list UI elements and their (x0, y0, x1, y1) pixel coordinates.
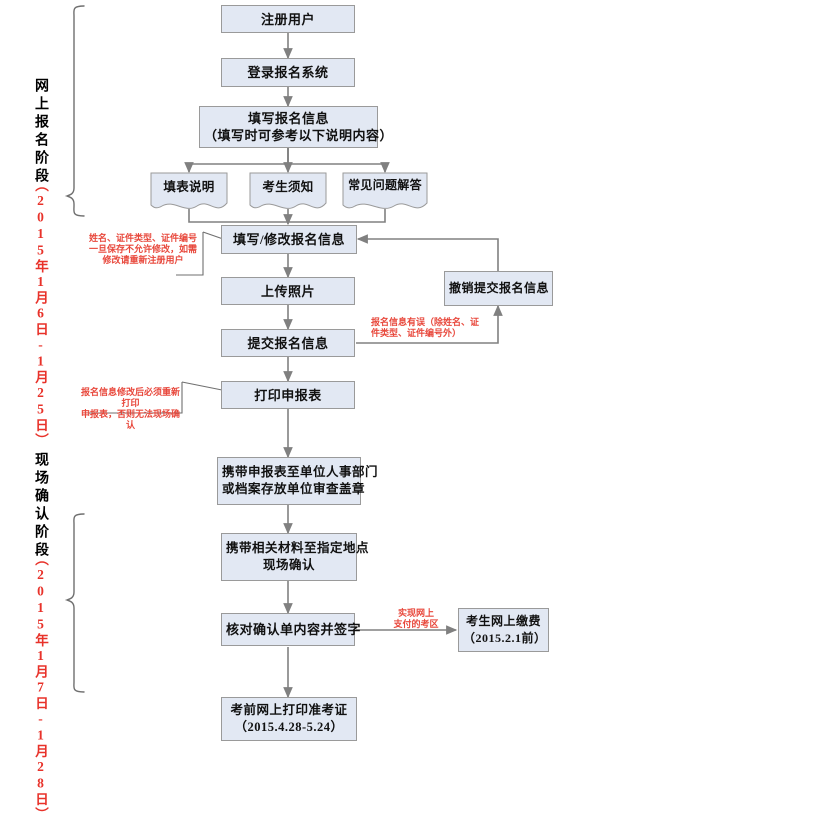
node-print-form-label: 打印申报表 (254, 387, 322, 403)
node-submit-info[interactable]: 提交报名信息 (221, 329, 355, 357)
node-hr-review[interactable]: 携带申报表至单位人事部门 或档案存放单位审查盖章 (217, 457, 379, 505)
node-register-user[interactable]: 注册用户 (221, 5, 355, 33)
stage-label-online-registration: 网上报名阶段 (33, 78, 48, 186)
brace-stage-onsite (64, 513, 85, 693)
note-online-pay-area-line2: 支付的考区 (393, 619, 439, 629)
node-hr-review-label: 携带申报表至单位人事部门 (222, 465, 379, 479)
note-id-locked-line1: 姓名、证件类型、证件编号 (88, 233, 197, 243)
node-submit-info-label: 提交报名信息 (247, 335, 329, 351)
node-onsite-confirm[interactable]: 携带相关材料至指定地点 现场确认 (221, 533, 370, 581)
node-sign-confirm-label: 核对确认单内容并签字 (226, 622, 362, 637)
note-reprint-line1: 报名信息修改后必须重新打印 (80, 387, 180, 408)
arrow-fillinfo-to-formguide (184, 148, 289, 174)
note-id-locked: 姓名、证件类型、证件编号 一旦保存不允许修改，如需 修改请重新注册用户 (84, 233, 202, 266)
node-register-user-label: 注册用户 (260, 11, 315, 27)
doc-form-guide-shape (150, 172, 228, 209)
note-online-pay-area: 实现网上 支付的考区 (382, 608, 450, 630)
node-fill-modify-info[interactable]: 填写/修改报名信息 (221, 225, 357, 254)
node-fill-registration-info-sublabel: （填写时可参考以下说明内容） (204, 128, 394, 143)
arrow-fillinfo-to-faq (287, 148, 390, 174)
stage-period-onsite-confirm: （2015年1月7日-1月28日） (33, 552, 48, 822)
brace-stage-online (64, 5, 85, 217)
node-login-system[interactable]: 登录报名系统 (221, 58, 355, 87)
doc-form-guide-label: 填表说明 (163, 180, 215, 194)
stage-period-online-registration: （2015年1月6日-1月25日） (33, 178, 48, 448)
node-print-admission-ticket[interactable]: 考前网上打印准考证 （2015.4.28-5.24） (221, 697, 357, 741)
node-online-payment-label: 考生网上缴费 (465, 614, 541, 628)
node-print-admission-ticket-label: 考前网上打印准考证 (230, 703, 348, 717)
arrow-cancel-to-fillmodify (356, 234, 499, 271)
note-id-locked-line2: 一旦保存不允许修改，如需 (88, 244, 197, 254)
leader-line-reprint (181, 381, 223, 391)
node-print-form[interactable]: 打印申报表 (221, 381, 355, 409)
node-fill-modify-info-label: 填写/修改报名信息 (232, 232, 346, 247)
node-cancel-submit[interactable]: 撤销提交报名信息 (444, 271, 553, 306)
doc-faq[interactable]: 常见问题解答 (342, 172, 428, 214)
node-login-system-label: 登录报名系统 (247, 65, 329, 80)
node-upload-photo[interactable]: 上传照片 (221, 277, 355, 305)
node-fill-registration-info[interactable]: 填写报名信息 （填写时可参考以下说明内容） (199, 106, 394, 148)
doc-candidate-notice-shape (249, 172, 327, 209)
node-cancel-submit-label: 撤销提交报名信息 (449, 281, 550, 295)
note-reprint: 报名信息修改后必须重新打印 申报表，否则无法现场确认 (78, 387, 183, 431)
node-upload-photo-label: 上传照片 (260, 283, 315, 299)
note-reprint-line2: 申报表，否则无法现场确认 (80, 409, 180, 430)
doc-faq-shape (342, 172, 428, 209)
note-info-error-line2: 件类型、证件编号外） (371, 328, 462, 338)
note-info-error: 报名信息有误（除姓名、证 件类型、证件编号外） (371, 317, 487, 339)
node-print-admission-ticket-sublabel: （2015.4.28-5.24） (234, 720, 344, 734)
doc-faq-label: 常见问题解答 (348, 178, 422, 192)
node-onsite-confirm-sublabel: 现场确认 (262, 558, 315, 572)
node-online-payment[interactable]: 考生网上缴费 （2015.2.1前） (458, 608, 549, 652)
node-sign-confirm[interactable]: 核对确认单内容并签字 (221, 613, 362, 646)
note-info-error-line1: 报名信息有误（除姓名、证 (371, 317, 480, 327)
flowchart-canvas: 网上报名阶段 （2015年1月6日-1月25日） 现场确认阶段 （2015年1月… (33, 5, 553, 822)
note-online-pay-area-line1: 实现网上 (397, 608, 434, 618)
node-online-payment-sublabel: （2015.2.1前） (463, 631, 547, 645)
node-hr-review-sublabel: 或档案存放单位审查盖章 (222, 482, 366, 496)
stage-label-onsite-confirm: 现场确认阶段 (33, 452, 48, 560)
note-id-locked-line3: 修改请重新注册用户 (102, 255, 184, 265)
doc-candidate-notice-label: 考生须知 (262, 180, 314, 194)
node-onsite-confirm-label: 携带相关材料至指定地点 (226, 541, 370, 555)
node-fill-registration-info-label: 填写报名信息 (247, 111, 329, 126)
doc-form-guide[interactable]: 填表说明 (150, 172, 228, 214)
doc-candidate-notice[interactable]: 考生须知 (249, 172, 327, 214)
